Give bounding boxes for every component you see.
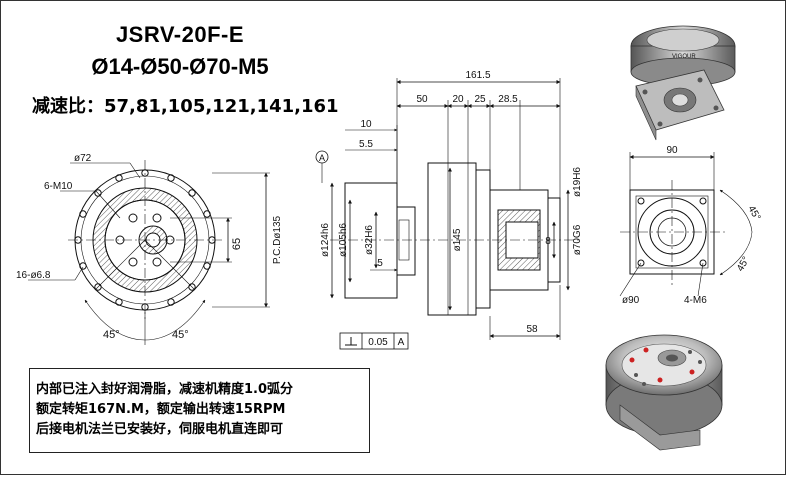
note-line-3: 后接电机法兰已安装好，伺服电机直连即可 xyxy=(36,422,284,437)
angle-a2: 45° xyxy=(735,255,752,274)
tolerance-datum: A xyxy=(398,337,405,348)
dim-58: 58 xyxy=(526,324,538,335)
note-line-2: 额定转矩167N.M，额定输出转速15RPM xyxy=(36,402,286,417)
tolerance-frame xyxy=(339,332,409,350)
dim-25: 25 xyxy=(474,94,486,105)
model-name: JSRV-20F-E xyxy=(115,22,245,47)
dim-28: 28.5 xyxy=(498,94,518,105)
angle-left: 45° xyxy=(103,329,120,341)
notes-box: 内部已注入封好润滑脂，减速机精度1.0弧分 额定转矩167N.M，额定输出转速1… xyxy=(29,368,370,453)
dim-d105: ø105h6 xyxy=(338,223,349,257)
tolerance-value: 0.05 xyxy=(368,337,388,348)
body-step xyxy=(475,169,491,309)
dim-d70: ø70G6 xyxy=(572,224,583,255)
dim-d124: ø124h6 xyxy=(320,223,331,257)
title-block: JSRV-20F-E Ø14-Ø50-Ø70-M5 xyxy=(30,22,330,80)
angle-right: 45° xyxy=(172,329,189,341)
rear-view xyxy=(619,152,753,297)
flange-spec: Ø14-Ø50-Ø70-M5 xyxy=(91,54,269,79)
dim-50: 50 xyxy=(416,94,428,105)
dim-m10: 6-M10 xyxy=(44,181,73,192)
dim-d32: ø32H6 xyxy=(364,225,375,255)
dim-5: 5 xyxy=(377,258,383,269)
dim-d72: ø72 xyxy=(74,153,92,164)
dim-10: 10 xyxy=(360,119,372,130)
dim-m6: 4-M6 xyxy=(684,295,707,306)
dim-20: 20 xyxy=(452,94,464,105)
brand-label: VIGOUR xyxy=(672,54,696,60)
dim-pcd: P.C.Dø135 xyxy=(272,215,283,264)
dim-d90: ø90 xyxy=(622,295,640,306)
dim-total: 161.5 xyxy=(465,70,490,81)
ratio-line: 减速比：57,81,105,121,141,161 xyxy=(32,92,339,118)
dim-w90: 90 xyxy=(666,145,678,156)
dim-holes: 16-ø6.8 xyxy=(16,270,51,281)
output-shaft xyxy=(396,206,416,276)
front-view xyxy=(28,160,270,345)
product-photo-bottom xyxy=(605,334,723,451)
side-view xyxy=(315,78,580,350)
dim-5-5: 5.5 xyxy=(359,139,373,150)
product-photo-top: VIGOUR xyxy=(630,25,736,141)
rear-view-labels: 90 ø90 4-M6 45° 45° xyxy=(622,145,762,306)
note-line-1: 内部已注入封好润滑脂，减速机精度1.0弧分 xyxy=(36,382,294,397)
side-view-labels: 161.5 50 20 25 28.5 10 5.5 5 58 8 ø124h6… xyxy=(319,70,583,348)
ratio-values: 57,81,105,121,141,161 xyxy=(104,96,339,117)
dim-8: 8 xyxy=(545,236,551,247)
ratio-label: 减速比： xyxy=(32,96,104,117)
dim-65: 65 xyxy=(231,238,243,250)
datum-label: A xyxy=(319,153,325,163)
dim-d145: ø145 xyxy=(452,228,463,251)
dim-d19: ø19H6 xyxy=(572,167,583,197)
front-view-labels: ø72 6-M10 16-ø6.8 65 P.C.Dø135 45° 45° xyxy=(16,153,283,341)
angle-a1: 45° xyxy=(745,204,762,223)
